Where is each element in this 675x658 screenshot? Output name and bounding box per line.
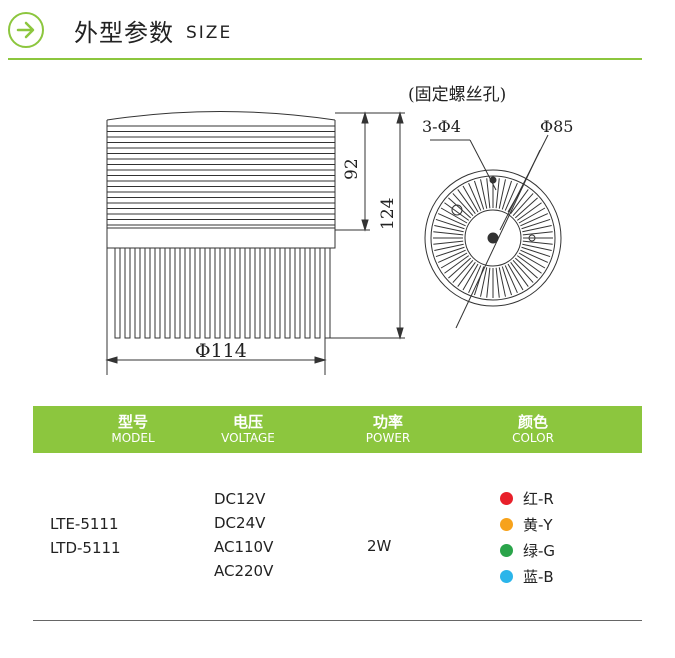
column-header-power: 功率 POWER: [328, 406, 448, 453]
model-cell: LTE-5111 LTD-5111: [50, 512, 121, 560]
base-band: [106, 227, 336, 249]
top-view: [424, 134, 562, 329]
column-header-en: POWER: [365, 431, 411, 445]
yellow-dot-icon: [500, 517, 513, 531]
voltage-value: AC110V: [214, 538, 274, 556]
color-label: 黄-Y: [523, 515, 553, 534]
color-item: 黄-Y: [500, 512, 553, 536]
column-header-cn: 颜色: [517, 413, 548, 431]
blue-dot-icon: [500, 569, 513, 583]
column-header-cn: 型号: [117, 413, 148, 431]
voltage-value: DC24V: [214, 514, 266, 532]
page-title: 外型参数: [74, 18, 174, 47]
color-item: 蓝-B: [500, 564, 554, 588]
green-dot-icon: [500, 543, 513, 557]
column-header-color: 颜色 COLOR: [473, 406, 593, 453]
fixing-hole-note: (固定螺丝孔): [408, 85, 506, 105]
column-header-voltage: 电压 VOLTAGE: [188, 406, 308, 453]
hole-spec-label: 3-Φ4: [422, 117, 461, 136]
voltage-value: AC220V: [214, 562, 274, 580]
power-value: 2W: [367, 537, 392, 555]
column-header-en: VOLTAGE: [221, 431, 275, 445]
arrow-right-icon: [8, 12, 44, 48]
spec-table-header: 型号 MODEL 电压 VOLTAGE 功率 POWER 颜色 COLOR: [33, 406, 642, 453]
height-124-label: 124: [378, 198, 398, 230]
color-label: 蓝-B: [523, 567, 554, 586]
color-label: 红-R: [523, 489, 554, 508]
page-subtitle: SIZE: [186, 23, 233, 43]
voltage-cell: DC12V DC24V AC110V AC220V: [214, 487, 273, 583]
model-value: LTD-5111: [50, 539, 121, 557]
outer-diameter-label: Φ85: [540, 117, 573, 136]
color-label: 绿-G: [523, 541, 556, 560]
red-dot-icon: [500, 491, 513, 505]
column-header-cn: 功率: [372, 413, 403, 431]
heat-sink-fins: [114, 247, 331, 339]
base-diameter-label: Φ114: [195, 340, 247, 362]
color-item: 绿-G: [500, 538, 555, 562]
dome-top: [106, 111, 336, 121]
model-value: LTE-5111: [50, 515, 119, 533]
color-item: 红-R: [500, 486, 554, 510]
column-header-model: 型号 MODEL: [73, 406, 193, 453]
dimension-drawing: (固定螺丝孔) 3-Φ4 Φ85 92 124 Φ114: [105, 85, 573, 375]
table-bottom-divider: [33, 620, 642, 621]
section-header: 外型参数 SIZE: [8, 6, 232, 54]
height-92-label: 92: [342, 158, 362, 180]
column-header-en: MODEL: [111, 431, 155, 445]
column-header-en: COLOR: [512, 431, 554, 445]
header-divider: [8, 58, 642, 60]
voltage-value: DC12V: [214, 490, 266, 508]
column-header-cn: 电压: [232, 413, 263, 431]
lens-ribs: [107, 125, 335, 226]
